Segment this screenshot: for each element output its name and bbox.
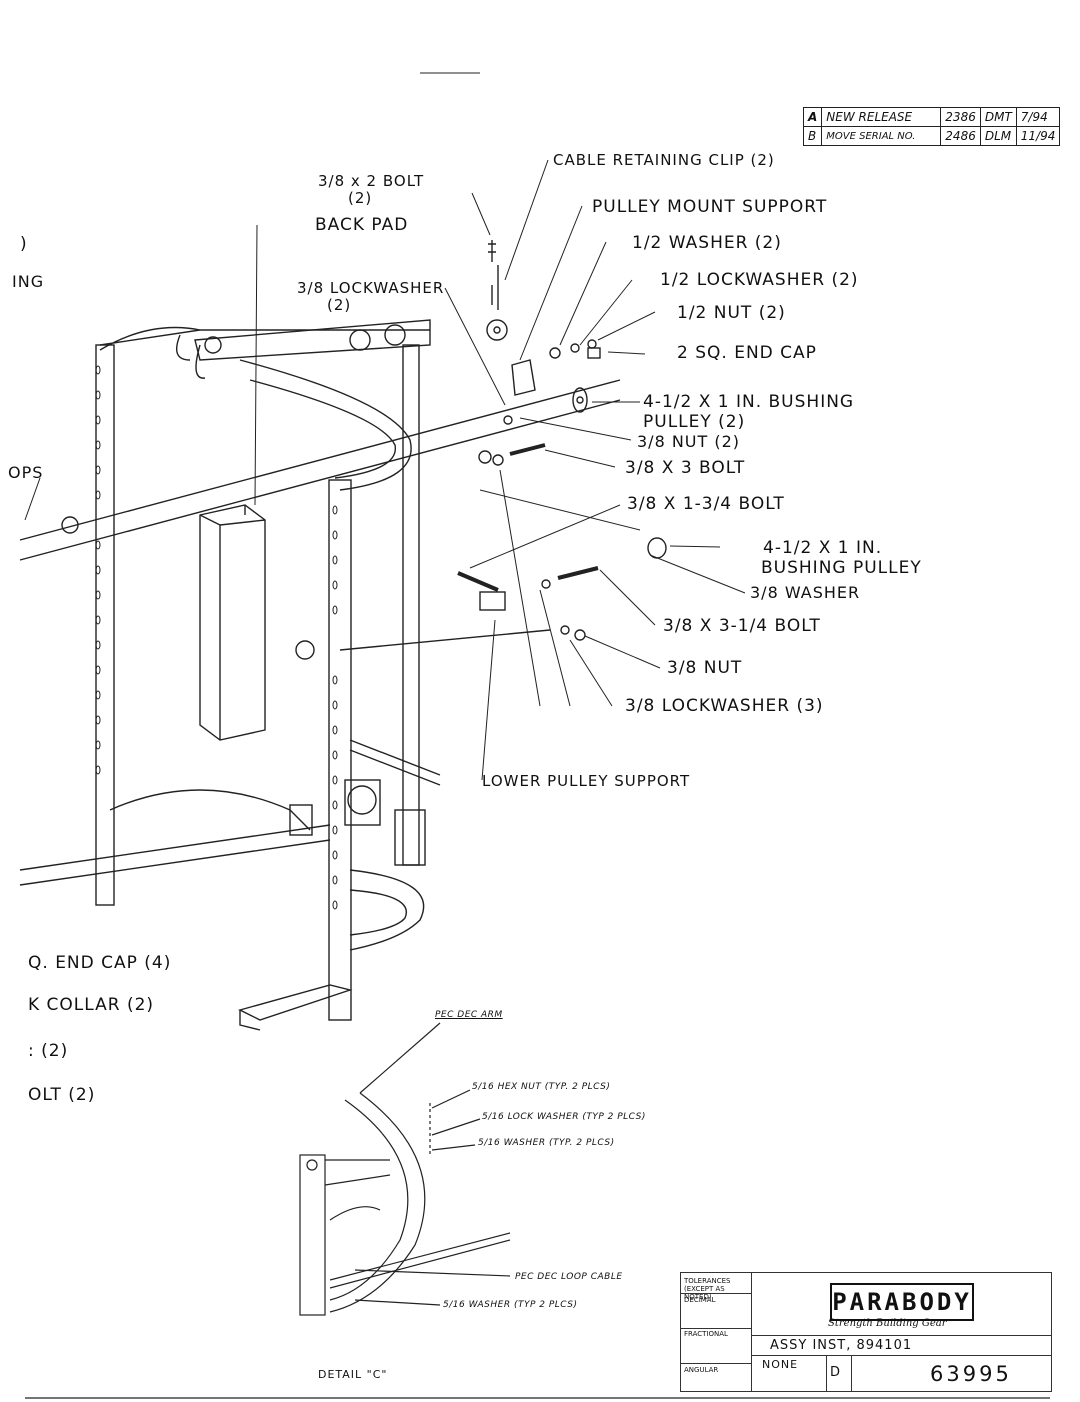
label-nut-38: 3/8 NUT	[667, 658, 743, 678]
detail-loop-cable: PEC DEC LOOP CABLE	[515, 1272, 623, 1282]
label-left-5: K COLLAR (2)	[28, 995, 155, 1015]
label-lockwasher-38-3: 3/8 LOCKWASHER (3)	[625, 696, 824, 716]
rev-date: 11/94	[1015, 126, 1061, 146]
label-left-1: )	[20, 234, 28, 254]
label-washer-38: 3/8 WASHER	[750, 583, 861, 602]
label-bolt-38x134: 3/8 X 1-3/4 BOLT	[627, 494, 785, 514]
tb-decimal: DECIMAL	[684, 1296, 716, 1304]
label-nut-12: 1/2 NUT (2)	[677, 303, 786, 323]
label-left-7: OLT (2)	[28, 1085, 96, 1105]
rev-ecn: 2486	[940, 126, 981, 146]
label-cable-clip: CABLE RETAINING CLIP (2)	[553, 151, 775, 169]
tb-fractional: FRACTIONAL	[684, 1330, 728, 1338]
detail-washer-2: 5/16 WASHER (TYP 2 PLCS)	[443, 1300, 578, 1310]
label-bushing-pulley-b: 4-1/2 X 1 IN.	[763, 538, 883, 558]
frame-outline	[19, 319, 621, 1031]
parabody-logo: PARABODY	[830, 1283, 974, 1321]
tb-angular: ANGULAR	[684, 1366, 719, 1374]
label-lockwasher-38-qty: (2)	[327, 296, 352, 314]
label-bushing-pulley-a2: PULLEY (2)	[643, 412, 746, 432]
tb-scale: NONE	[762, 1358, 799, 1371]
label-lockwasher-12: 1/2 LOCKWASHER (2)	[660, 270, 859, 290]
exploded-hardware	[457, 240, 667, 641]
label-lockwasher-38: 3/8 LOCKWASHER	[297, 279, 445, 297]
rev-desc: MOVE SERIAL NO.	[821, 126, 942, 146]
detail-c-drawing	[299, 1022, 511, 1316]
rev-ecn: 2386	[940, 107, 981, 127]
rev-by: DLM	[979, 126, 1017, 146]
back-pad	[199, 504, 266, 741]
leader-lines	[24, 159, 746, 781]
label-left-2: ING	[12, 272, 45, 291]
revision-row: A NEW RELEASE 2386 DMT 7/94	[802, 107, 1061, 127]
logo-tagline: Strength Building Gear	[828, 1318, 947, 1329]
tb-drawing-no: 63995	[930, 1362, 1012, 1386]
label-bolt-38x2-qty: (2)	[348, 189, 373, 207]
label-bolt-38x314: 3/8 X 3-1/4 BOLT	[663, 616, 821, 636]
rev-letter: B	[802, 126, 823, 146]
label-left-6: : (2)	[28, 1041, 69, 1061]
title-block	[680, 1272, 1052, 1392]
revision-row: B MOVE SERIAL NO. 2486 DLM 11/94	[802, 126, 1061, 146]
tb-tolerances: TOLERANCES (EXCEPT AS NOTED)	[684, 1277, 731, 1301]
revision-table: A NEW RELEASE 2386 DMT 7/94 B MOVE SERIA…	[802, 107, 1061, 146]
detail-washer: 5/16 WASHER (TYP. 2 PLCS)	[478, 1138, 615, 1148]
detail-lock-washer: 5/16 LOCK WASHER (TYP 2 PLCS)	[482, 1112, 646, 1122]
label-back-pad: BACK PAD	[315, 215, 409, 235]
label-bushing-pulley-a: 4-1/2 X 1 IN. BUSHING	[643, 392, 855, 412]
detail-pec-dec-arm: PEC DEC ARM	[435, 1010, 503, 1020]
label-nut-38-2: 3/8 NUT (2)	[637, 432, 741, 451]
label-left-3: OPS	[8, 463, 44, 482]
label-washer-12: 1/2 WASHER (2)	[632, 233, 782, 253]
detail-caption: DETAIL "C"	[318, 1368, 388, 1381]
label-pulley-mount: PULLEY MOUNT SUPPORT	[592, 197, 828, 217]
label-bushing-pulley-b2: BUSHING PULLEY	[761, 558, 922, 578]
tb-size: D	[830, 1365, 842, 1380]
tb-title: ASSY INST, 894101	[770, 1338, 913, 1353]
label-lower-pulley: LOWER PULLEY SUPPORT	[482, 772, 691, 790]
detail-hex-nut: 5/16 HEX NUT (TYP. 2 PLCS)	[472, 1082, 611, 1092]
upright-holes	[95, 365, 338, 910]
label-end-cap: 2 SQ. END CAP	[677, 343, 817, 363]
label-bolt-38x2: 3/8 x 2 BOLT	[318, 172, 425, 190]
label-bolt-38x3: 3/8 X 3 BOLT	[625, 458, 746, 478]
label-left-4: Q. END CAP (4)	[28, 953, 172, 973]
